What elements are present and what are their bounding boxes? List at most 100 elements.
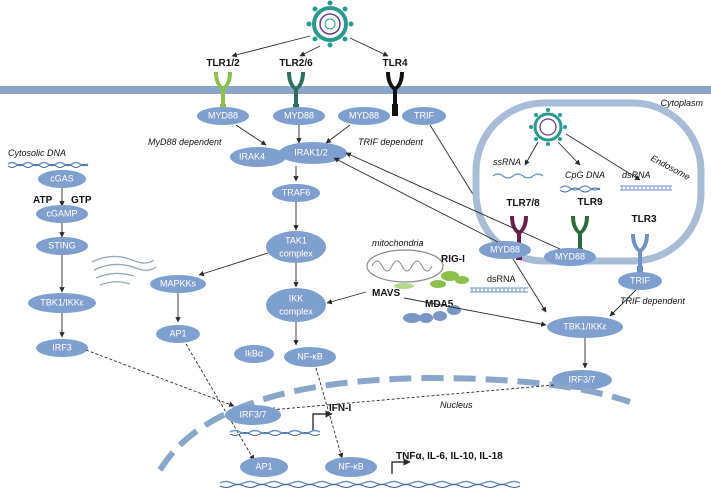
cpg-dna-label: CpG DNA xyxy=(565,170,605,180)
mitochondria-icon xyxy=(366,249,444,283)
svg-text:NF-κB: NF-κB xyxy=(338,461,364,471)
arrow-myd88-1 xyxy=(235,124,267,146)
dna-strand-icon-upper xyxy=(229,429,321,435)
svg-text:IRF3/7: IRF3/7 xyxy=(239,409,266,419)
tlr26-label: TLR2/6 xyxy=(279,58,313,69)
nfkb-cyto-node: NF-κB xyxy=(284,347,336,367)
trif-dependent-right-label: TRIF dependent xyxy=(620,296,685,306)
arrow-mavs-ikk xyxy=(326,291,367,305)
mda5-protein-icon xyxy=(403,305,461,323)
trif-endo-node: TRIF xyxy=(618,272,662,290)
svg-text:TRAF6: TRAF6 xyxy=(282,187,311,197)
nucleus-label: Nucleus xyxy=(440,400,473,410)
arrow-irf37-nucleus xyxy=(269,384,555,413)
dsrna-endo-icon xyxy=(620,185,672,191)
svg-text:NF-κB: NF-κB xyxy=(297,351,323,361)
ikk-complex-node: IKK complex xyxy=(266,288,326,322)
arrow-myd88-endo2-irak xyxy=(345,152,561,250)
svg-text:MYD88: MYD88 xyxy=(349,110,379,120)
arrow-myd88-3 xyxy=(325,124,351,144)
mavs-label: MAVS xyxy=(372,288,400,299)
dsrna-mito-icon xyxy=(470,287,528,293)
myd88-node-1: MYD88 xyxy=(197,107,249,125)
tlr4-label: TLR4 xyxy=(383,58,408,69)
dna-strand-icon-upper-2 xyxy=(229,432,321,436)
svg-text:TRIF: TRIF xyxy=(414,110,434,120)
nfkb-nuc-node: NF-κB xyxy=(325,457,377,477)
myd88-node-2: MYD88 xyxy=(273,107,325,125)
svg-text:complex: complex xyxy=(279,306,313,316)
rig-i-protein-icon xyxy=(394,271,469,289)
svg-text:AP1: AP1 xyxy=(169,328,186,338)
sting-node: STING xyxy=(36,237,88,255)
cytosolic-dna-strand-icon-2 xyxy=(7,164,89,168)
arrow-mavs-tbk1 xyxy=(403,297,547,327)
myd88-node-3: MYD88 xyxy=(338,107,390,125)
cpg-dna-strand-icon xyxy=(559,185,601,191)
svg-text:TBK1/IKKε: TBK1/IKKε xyxy=(563,321,607,331)
arrow-tak1-mapkks xyxy=(198,252,269,277)
svg-text:MYD88: MYD88 xyxy=(490,244,520,254)
mitochondria-label: mitochondria xyxy=(372,238,424,248)
svg-text:complex: complex xyxy=(279,248,313,258)
svg-text:IRAK4: IRAK4 xyxy=(239,151,265,161)
arrow-ap1-nucleus xyxy=(185,343,255,461)
svg-text:TRIF: TRIF xyxy=(630,275,650,285)
endoplasmic-reticulum-icon xyxy=(91,255,157,286)
irf37-nuc-node: IRF3/7 xyxy=(225,405,281,425)
gtp-label: GTP xyxy=(71,195,92,206)
ap1-nuc-node: AP1 xyxy=(240,457,288,477)
tlr78-label: TLR7/8 xyxy=(506,198,540,209)
irf3-left-node: IRF3 xyxy=(36,339,88,357)
virus-icon xyxy=(306,0,354,48)
svg-text:MYD88: MYD88 xyxy=(208,110,238,120)
ifn-i-promoter-arrow xyxy=(312,410,333,430)
myd88-endo-node-2: MYD88 xyxy=(544,248,596,266)
mapkks-node: MAPKKs xyxy=(150,275,206,293)
arrow-irf3-nucleus xyxy=(85,349,235,407)
cgamp-node: cGAMP xyxy=(36,205,88,223)
svg-text:TBK1/IKKε: TBK1/IKKε xyxy=(40,297,84,307)
ifn-i-label: IFN-I xyxy=(329,403,351,414)
svg-text:cGAS: cGAS xyxy=(50,173,74,183)
ikba-node: IkBα xyxy=(234,345,274,363)
dsrna-mito-label: dsRNA xyxy=(487,274,516,284)
svg-text:IRF3: IRF3 xyxy=(52,342,72,352)
cpg-dna-strand-icon-2 xyxy=(559,187,601,193)
tbk1-left-node: TBK1/IKKε xyxy=(28,293,96,313)
cytosolic-dna-label: Cytosolic DNA xyxy=(8,148,66,158)
arrow-virus-tlr26 xyxy=(299,45,321,57)
plasma-membrane xyxy=(0,86,711,94)
svg-text:IRF3/7: IRF3/7 xyxy=(568,374,595,384)
cgas-node: cGAS xyxy=(38,170,86,188)
tlr3-label: TLR3 xyxy=(632,214,657,225)
tbk1-right-node: TBK1/IKKε xyxy=(547,316,623,338)
svg-text:cGAMP: cGAMP xyxy=(46,208,77,218)
trif-node-top: TRIF xyxy=(402,107,446,125)
ssrna-strand-icon xyxy=(492,173,544,179)
cytokines-label: TNFα, IL-6, IL-10, IL-18 xyxy=(396,451,503,462)
dna-strand-icon-lower xyxy=(219,480,521,486)
myd88-endo-node-1: MYD88 xyxy=(479,241,531,259)
ap1-cyto-node: AP1 xyxy=(156,325,200,343)
irak4-node: IRAK4 xyxy=(230,147,286,167)
svg-text:IKK: IKK xyxy=(289,293,304,303)
arrow-virus-tlr4 xyxy=(349,37,389,57)
rig-i-label: RIG-I xyxy=(441,254,465,265)
dna-strand-icon-lower-2 xyxy=(219,484,521,488)
nuclear-envelope xyxy=(157,374,631,472)
arrow-virus-cpgdna xyxy=(557,141,581,166)
cytoplasm-label: Cytoplasm xyxy=(660,98,703,108)
arrow-myd88-endo1-irak xyxy=(333,157,499,243)
tlr9-label: TLR9 xyxy=(578,197,603,208)
tlr12-label: TLR1/2 xyxy=(206,58,240,69)
svg-text:MYD88: MYD88 xyxy=(555,251,585,261)
traf6-node: TRAF6 xyxy=(272,184,320,202)
svg-text:MAPKKs: MAPKKs xyxy=(160,278,197,288)
ssrna-label: ssRNA xyxy=(493,157,521,167)
svg-text:IkBα: IkBα xyxy=(245,348,263,358)
arrow-trif-endo-tbk1 xyxy=(609,289,637,317)
svg-text:IRAK1/2: IRAK1/2 xyxy=(294,147,328,157)
svg-text:STING: STING xyxy=(48,240,76,250)
